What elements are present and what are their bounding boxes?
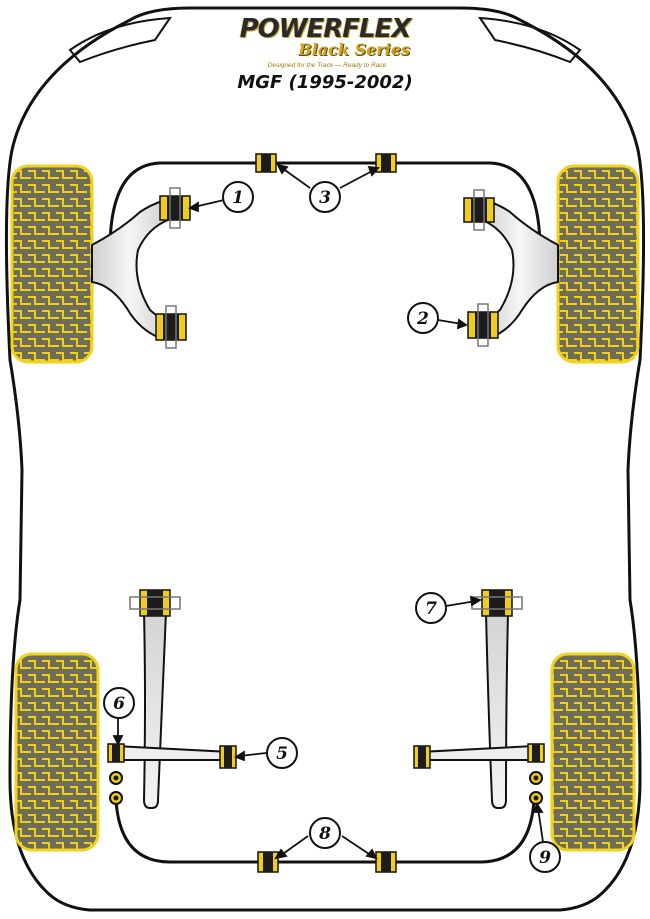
tyre-front-left (10, 164, 94, 364)
tyre-rear-right (550, 652, 636, 852)
car-body-outline (4, 6, 646, 912)
callout-3: 3 (309, 181, 341, 213)
callout-9: 9 (529, 841, 561, 873)
bush-rear-arb-left (257, 851, 279, 873)
bush-rear-arb-right (375, 851, 397, 873)
front-anti-roll-bar (108, 161, 542, 251)
callout-arrows (112, 163, 544, 860)
callout-7: 7 (415, 592, 447, 624)
callout-2-label: 2 (416, 309, 429, 329)
callout-6: 6 (103, 687, 135, 719)
callout-1-label: 1 (232, 188, 244, 208)
callout-5-label: 5 (276, 744, 288, 764)
callout-7-label: 7 (425, 599, 437, 619)
callout-3-label: 3 (319, 188, 331, 208)
brand-name: POWERFLEX (239, 14, 412, 44)
callout-2: 2 (407, 302, 439, 334)
brand-tagline: Designed for the Track — Ready to Race (267, 62, 387, 69)
callout-8-label: 8 (318, 824, 331, 844)
callout-8: 8 (309, 817, 341, 849)
callout-9-label: 9 (539, 848, 551, 868)
brand-series: Black Series (298, 40, 410, 59)
tyre-rear-left (14, 652, 100, 852)
bush-front-left-upper (159, 187, 191, 229)
bush-rear-right-droplink (529, 771, 543, 805)
front-left-wishbone (91, 198, 170, 340)
bush-front-left-lower (155, 305, 187, 349)
bush-rear-left-lateral-inner (219, 745, 237, 769)
callout-5: 5 (266, 737, 298, 769)
bush-front-arb-left (255, 153, 277, 173)
model-title: MGF (1995-2002) (237, 72, 413, 93)
front-right-wishbone (480, 198, 559, 340)
callout-1: 1 (222, 181, 254, 213)
powerflex-logo: POWERFLEX Black Series Designed for the … (230, 10, 420, 70)
bush-rear-right-trailing (471, 589, 523, 617)
bush-front-right-upper (463, 189, 495, 231)
tyre-front-right (556, 164, 640, 364)
bush-rear-right-lateral-inner (413, 745, 431, 769)
bush-front-right-lower (467, 303, 499, 347)
bush-rear-left-lateral-outer (107, 743, 125, 763)
callout-6-label: 6 (113, 694, 125, 714)
bush-rear-right-lateral-outer (527, 743, 545, 763)
bush-rear-left-droplink (109, 771, 123, 805)
bush-rear-left-trailing (129, 589, 181, 617)
rear-anti-roll-bar (114, 799, 536, 864)
bush-front-arb-right (375, 153, 397, 173)
